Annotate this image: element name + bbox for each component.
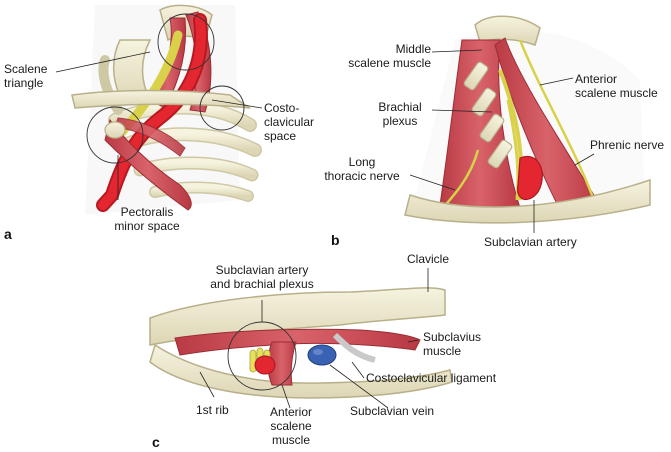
label-brachial-plexus: Brachial plexus: [378, 100, 422, 128]
label-first-rib: 1st rib: [196, 403, 229, 417]
label-pectoralis-minor-space: Pectoralis minor space: [114, 205, 180, 233]
label-subclavian-vein: Subclavian vein: [350, 404, 435, 418]
label-costoclavicular-ligament: Costoclavicular ligament: [366, 371, 497, 385]
panel-b-illustration: [404, 15, 651, 233]
label-subclavius-muscle: Subclavius muscle: [423, 330, 482, 358]
panel-c-illustration: [149, 268, 453, 409]
label-costoclavicular-space: Costo- clavicular space: [264, 101, 315, 143]
label-anterior-scalene-muscle: Anterior scalene muscle: [575, 72, 658, 100]
panel-letter-c: c: [152, 434, 160, 450]
label-scalene-triangle: Scalene triangle: [4, 62, 48, 90]
label-long-thoracic-nerve: Long thoracic nerve: [324, 155, 400, 183]
label-middle-scalene-muscle: Middle scalene muscle: [348, 42, 431, 70]
label-phrenic-nerve: Phrenic nerve: [590, 138, 665, 152]
panel-a-illustration: [55, 4, 263, 215]
label-subclavian-artery-and-brachial-plexus: Subclavian artery and brachial plexus: [210, 263, 314, 291]
label-subclavian-artery: Subclavian artery: [484, 235, 577, 249]
panel-letter-a: a: [4, 226, 12, 242]
label-anterior-scalene-muscle-c: Anterior scalene muscle: [269, 405, 313, 447]
label-clavicle: Clavicle: [407, 252, 450, 266]
panel-letter-b: b: [331, 232, 340, 248]
